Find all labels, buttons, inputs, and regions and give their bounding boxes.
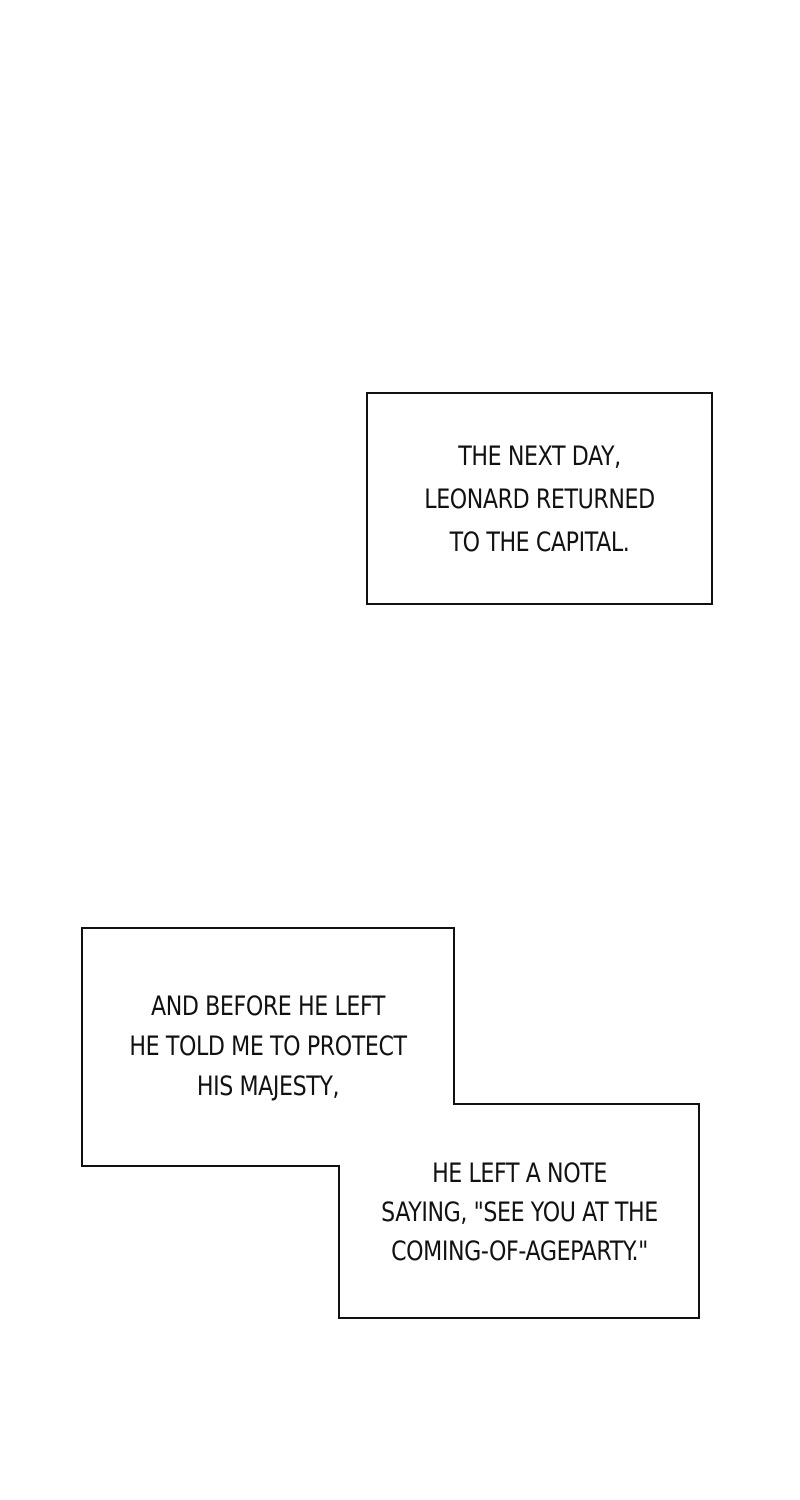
caption-1-line-1: THE NEXT DAY, <box>458 441 621 472</box>
caption-text-2: AND BEFORE HE LEFT HE TOLD ME TO PROTECT… <box>115 987 420 1107</box>
caption-3-line-3: COMING-OF-AGEPARTY." <box>391 1236 648 1267</box>
caption-1-line-2: LEONARD RETURNED <box>424 484 655 515</box>
caption-text-1: THE NEXT DAY, LEONARD RETURNED TO THE CA… <box>399 435 680 564</box>
caption-text-3: HE LEFT A NOTE SAYING, "SEE YOU AT THE C… <box>371 1154 667 1271</box>
caption-1-line-3: TO THE CAPITAL. <box>449 527 630 558</box>
caption-2-line-1: AND BEFORE HE LEFT <box>150 991 386 1022</box>
caption-3-line-1: HE LEFT A NOTE <box>432 1158 607 1189</box>
caption-box-1: THE NEXT DAY, LEONARD RETURNED TO THE CA… <box>366 392 713 605</box>
caption-3-line-2: SAYING, "SEE YOU AT THE <box>381 1197 658 1228</box>
caption-2-line-2: HE TOLD ME TO PROTECT <box>129 1031 407 1062</box>
caption-2-line-3: HIS MAJESTY, <box>196 1071 340 1102</box>
